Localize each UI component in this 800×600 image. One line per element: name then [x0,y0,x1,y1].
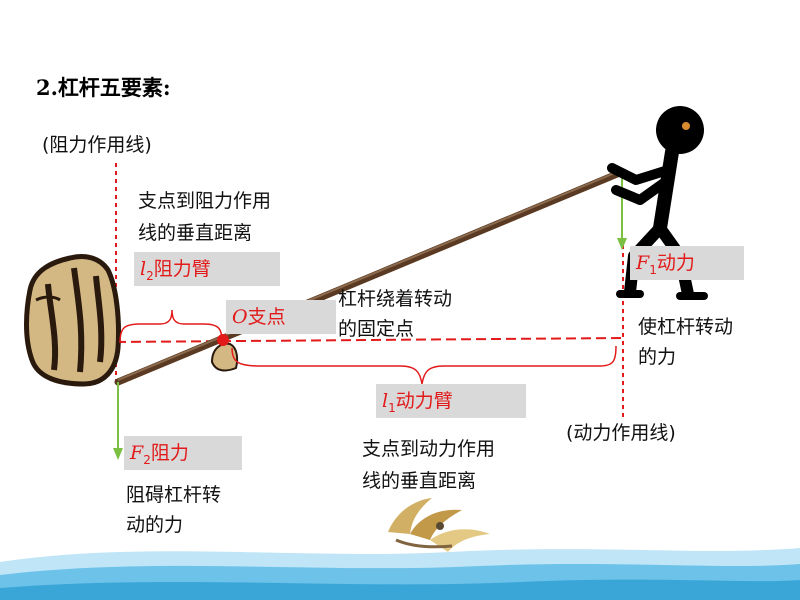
f2-sub: 2 [143,452,151,467]
resist-force-arrow [113,382,123,460]
arm2-desc-line1: 支点到阻力作用 [138,190,272,212]
effort-action-line-label: (动力作用线) [566,422,676,444]
arm1-desc-line2: 线的垂直距离 [362,470,477,492]
l2-text: 阻力臂 [153,258,211,280]
l2-box: l2阻力臂 [134,252,280,286]
fulcrum-stone-icon [210,342,239,372]
f1-box: F1动力 [630,246,744,280]
l2-sub: 2 [146,268,154,283]
l1-var: l [382,390,389,412]
effort-desc-line1: 使杠杆转动 [638,316,734,338]
l2-brace [119,309,223,344]
stick-figure-icon [607,106,708,300]
f1-text: 动力 [656,252,695,274]
f2-box: F2阻力 [124,436,242,470]
f1-sub: 1 [649,262,657,277]
fulcrum-desc-line2: 的固定点 [338,318,415,340]
resist-action-line-label: (阻力作用线) [42,134,152,156]
fulcrum-desc-line1: 杠杆绕着转动 [338,288,453,310]
arm1-desc-line1: 支点到动力作用 [362,438,496,460]
lever-bar [114,168,626,386]
rock-icon [24,254,121,387]
arm2-desc-line2: 线的垂直距离 [138,222,253,244]
l1-text: 动力臂 [395,390,453,412]
slide-title: 2.杠杆五要素: [36,75,171,100]
l2-var: l [140,258,147,280]
f2-var: F [130,442,144,464]
resist-desc-line2: 动的力 [126,514,184,536]
fulcrum-point-icon [217,334,229,346]
l1-brace [231,345,617,385]
l1-sub: 1 [388,400,396,415]
effort-desc-line2: 的力 [638,346,677,368]
bottom-wave-decoration [0,548,800,600]
fulcrum-box: O支点 [226,300,336,334]
dashed-horizontal-line [115,337,624,343]
l1-box: l1动力臂 [376,384,526,418]
effort-force-arrow [617,176,627,250]
flower-decoration-icon [388,498,490,552]
f1-var: F [636,252,650,274]
fulcrum-var: O [232,306,248,328]
f2-text: 阻力 [150,442,189,464]
fulcrum-text: 支点 [247,306,286,328]
resist-desc-line1: 阻碍杠杆转 [126,484,222,506]
